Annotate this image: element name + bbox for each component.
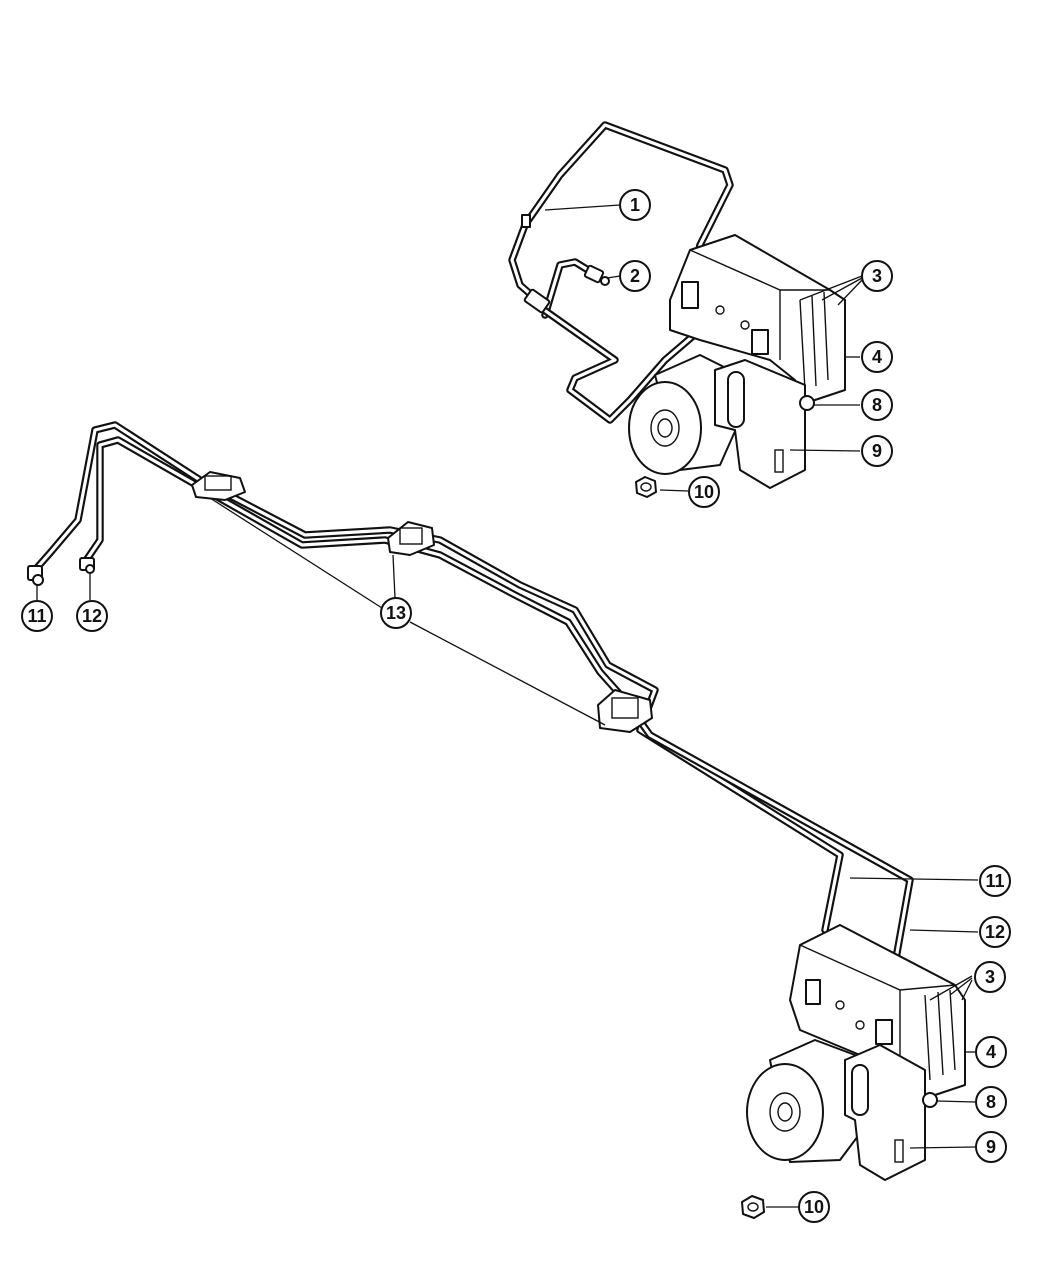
callout-8-bottom-label: 8 [986,1092,996,1112]
callout-8-bottom: 8 [975,1086,1007,1118]
leader-lines [36,204,979,1208]
callout-9-bottom-label: 9 [986,1137,996,1157]
callout-4-bottom-label: 4 [986,1042,996,1062]
callout-10-top-label: 10 [694,482,714,502]
callout-8-top: 8 [861,389,893,421]
lower-abs-bracket [844,1044,938,1181]
callout-4-top: 4 [861,341,893,373]
callout-8-top-label: 8 [872,395,882,415]
callout-2-label: 2 [630,266,640,286]
callout-10-bottom-label: 10 [804,1197,824,1217]
callout-9-top: 9 [861,435,893,467]
callout-2: 2 [619,260,651,292]
callout-11-right: 11 [979,865,1011,897]
upper-nut [635,476,657,498]
upper-hcu-body [669,234,846,406]
brake-tube-1 [508,121,734,304]
callout-10-top: 10 [688,476,720,508]
callout-3-top: 3 [861,260,893,292]
callout-11-left-label: 11 [27,606,46,626]
callout-11-right-label: 11 [985,871,1004,891]
callout-12-left-label: 12 [82,606,102,626]
brake-tube-2 [541,258,610,319]
callout-13-label: 13 [386,603,406,623]
callout-4-top-label: 4 [872,347,882,367]
lower-nut [741,1195,765,1219]
callout-3-bottom-label: 3 [985,967,995,987]
callout-12-left: 12 [76,600,108,632]
upper-abs-assembly [508,121,846,498]
callout-9-top-label: 9 [872,441,882,461]
upper-abs-bracket [714,359,815,489]
callout-1-label: 1 [630,195,640,215]
callout-11-left: 11 [21,600,53,632]
callout-12-right-label: 12 [985,922,1005,942]
callout-13: 13 [380,597,412,629]
callout-9-bottom: 9 [975,1131,1007,1163]
callout-3-bottom: 3 [974,961,1006,993]
tube-clip-3 [597,689,653,733]
long-brake-tubes [27,421,914,1024]
callout-4-bottom: 4 [975,1036,1007,1068]
tube-clip-2 [387,521,435,556]
callout-3-top-label: 3 [872,266,882,286]
callout-10-bottom: 10 [798,1191,830,1223]
callout-1: 1 [619,189,651,221]
callout-12-right: 12 [979,916,1011,948]
lower-abs-assembly [741,924,966,1219]
tube-clip-1 [191,471,246,501]
